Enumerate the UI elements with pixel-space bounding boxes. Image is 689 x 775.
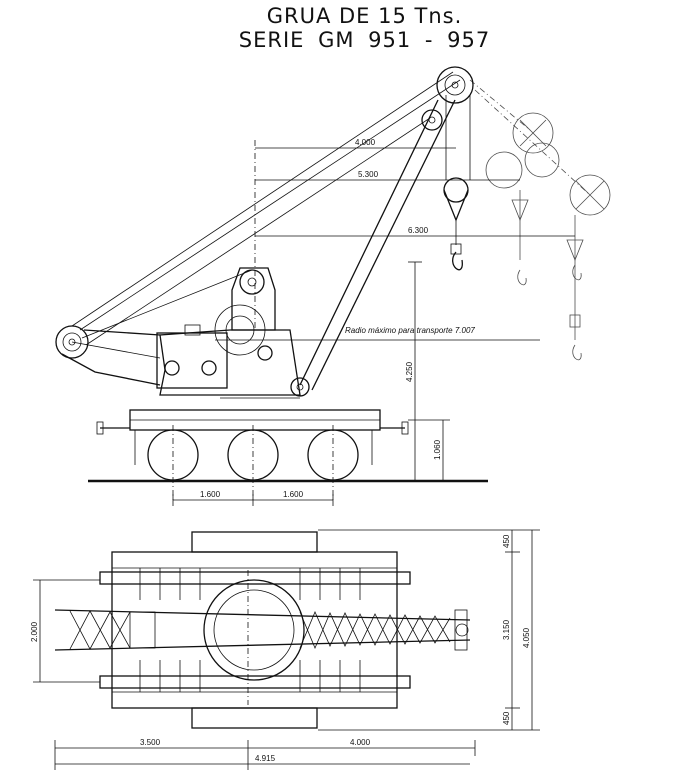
plan-right-label-3: 450 [502, 711, 511, 725]
radius-dimensions [215, 140, 575, 341]
plan-boom [54, 609, 471, 651]
height-label-2: 1.060 [433, 439, 442, 460]
plan-bottom-label-1: 3.500 [140, 738, 161, 747]
transport-note: Radio máximo para transporte 7.007 [345, 326, 475, 335]
plan-bottom-label-2: 4.000 [350, 738, 371, 747]
plan-right-dimensions [318, 529, 540, 731]
wheels [147, 425, 359, 500]
plan-right-label-4: 4.050 [522, 627, 531, 648]
title-line-2: SERIE GM 951 - 957 [238, 28, 491, 52]
side-view: 4.000 5.300 6.300 Radio máximo para tran… [55, 66, 611, 506]
plan-right-label-2: 3.150 [502, 619, 511, 640]
head-sheave [436, 66, 474, 104]
boom-head [421, 66, 474, 131]
axle-dimensions [172, 494, 334, 506]
height-dimensions [408, 261, 450, 480]
superstructure [156, 267, 301, 399]
hook-block [443, 95, 471, 271]
rear-mast [55, 325, 161, 386]
plan-bottom-label-3: 4.915 [255, 754, 276, 763]
radius-label-3: 6.300 [408, 226, 429, 235]
height-label-1: 4.250 [405, 361, 414, 382]
chassis [96, 409, 409, 465]
plan-left-label: 2.000 [30, 621, 39, 642]
radius-label-2: 5.300 [358, 170, 379, 179]
plan-right-label-1: 450 [502, 534, 511, 548]
hoist-ropes [71, 71, 461, 346]
axle-label-2: 1.600 [283, 490, 304, 499]
plan-bottom-dimensions [54, 740, 476, 770]
plan-view: 450 3.150 450 4.050 2.000 3.500 4.000 4.… [30, 529, 540, 770]
alternate-positions [469, 79, 611, 361]
axle-label-1: 1.600 [200, 490, 221, 499]
boom-foot [290, 377, 310, 397]
turntable [203, 579, 305, 681]
radius-label-1: 4.000 [355, 138, 376, 147]
title-line-1: GRUA DE 15 Tns. [266, 4, 463, 28]
